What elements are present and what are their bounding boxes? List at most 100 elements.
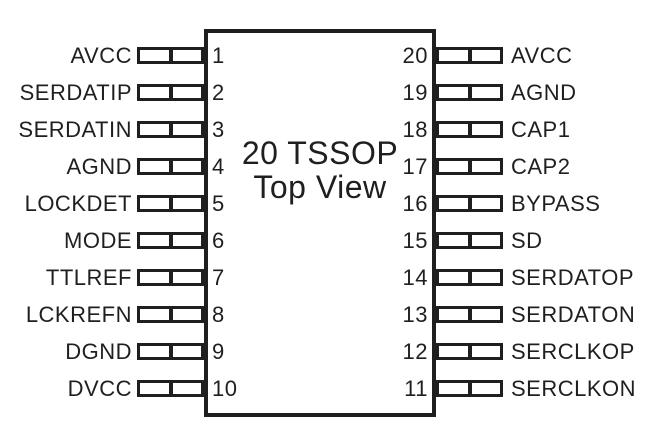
pin-row-4: AGND 4: [0, 154, 652, 179]
pin-lead-icon: [436, 306, 503, 323]
pin-3-label: SERDATIN: [18, 117, 132, 142]
pin-row-9: DGND 9: [0, 339, 652, 364]
pin-row-7: TTLREF 7: [0, 265, 652, 290]
pin-row-12: 12 SERCLKOP: [0, 339, 652, 364]
pin-6-label: MODE: [64, 228, 132, 253]
pin-12-number: 12: [402, 339, 428, 364]
pin-17-number: 17: [402, 154, 428, 179]
pin-lead-icon: [137, 121, 204, 138]
pin-9-number: 9: [212, 339, 225, 364]
pin-1-label: AVCC: [70, 43, 132, 68]
chip-title: 20 TSSOP Top View: [208, 136, 432, 204]
pin-lead-icon: [137, 232, 204, 249]
pin-row-16: 16 BYPASS: [0, 191, 652, 216]
pin-10-label: DVCC: [67, 376, 132, 401]
pin-12-label: SERCLKOP: [511, 339, 635, 364]
pin-11-number: 11: [404, 376, 428, 401]
pin-4-label: AGND: [66, 154, 132, 179]
pin-lead-divider: [467, 50, 472, 61]
pin-20-label: AVCC: [511, 43, 573, 68]
pin-lead-divider: [168, 161, 173, 172]
pin-row-15: 15 SD: [0, 228, 652, 253]
pin-lead-icon: [137, 158, 204, 175]
pin-lead-icon: [436, 47, 503, 64]
pin-lead-divider: [168, 87, 173, 98]
pin-18-label: CAP1: [511, 117, 571, 142]
pin-lead-divider: [467, 87, 472, 98]
pin-lead-divider: [168, 309, 173, 320]
pin-2-number: 2: [212, 80, 225, 105]
pin-15-number: 15: [402, 228, 428, 253]
pin-16-number: 16: [402, 191, 428, 216]
pin-5-number: 5: [212, 191, 225, 216]
pin-row-20: 20 AVCC: [0, 43, 652, 68]
pin-lead-icon: [137, 380, 204, 397]
pin-lead-divider: [168, 272, 173, 283]
pin-lead-icon: [436, 158, 503, 175]
pin-lead-divider: [467, 383, 472, 394]
pin-lead-icon: [137, 47, 204, 64]
pin-9-label: DGND: [65, 339, 132, 364]
pin-row-11: 11 SERCLKON: [0, 376, 652, 401]
pin-13-number: 13: [402, 302, 428, 327]
pin-row-1: AVCC 1: [0, 43, 652, 68]
pin-14-number: 14: [402, 265, 428, 290]
pin-8-number: 8: [212, 302, 225, 327]
pin-lead-icon: [436, 84, 503, 101]
pin-14-label: SERDATOP: [511, 265, 634, 290]
pin-lead-divider: [467, 161, 472, 172]
pin-lead-icon: [436, 195, 503, 212]
pin-lead-icon: [436, 380, 503, 397]
pin-3-number: 3: [212, 117, 225, 142]
chip-body: 20 TSSOP Top View: [204, 29, 436, 417]
pin-19-label: AGND: [511, 80, 577, 105]
pin-lead-divider: [467, 124, 472, 135]
chip-title-package: 20 TSSOP: [241, 135, 399, 171]
pin-lead-divider: [168, 346, 173, 357]
pin-lead-divider: [168, 50, 173, 61]
pin-15-label: SD: [511, 228, 543, 253]
pin-4-number: 4: [212, 154, 225, 179]
pin-row-19: 19 AGND: [0, 80, 652, 105]
pin-7-label: TTLREF: [45, 265, 132, 290]
pin-lead-icon: [436, 269, 503, 286]
pin-10-number: 10: [212, 376, 238, 401]
pin-lead-divider: [168, 124, 173, 135]
pin-20-number: 20: [402, 43, 428, 68]
pin-row-8: LCKREFN 8: [0, 302, 652, 327]
pin-17-label: CAP2: [511, 154, 571, 179]
pin-row-6: MODE 6: [0, 228, 652, 253]
pin-lead-icon: [436, 121, 503, 138]
pin-2-label: SERDATIP: [19, 80, 132, 105]
pin-lead-icon: [137, 269, 204, 286]
pin-row-17: 17 CAP2: [0, 154, 652, 179]
pin-row-18: 18 CAP1: [0, 117, 652, 142]
pin-row-2: SERDATIP 2: [0, 80, 652, 105]
pin-row-13: 13 SERDATON: [0, 302, 652, 327]
pin-lead-divider: [467, 235, 472, 246]
pin-lead-divider: [467, 198, 472, 209]
pin-lead-divider: [467, 309, 472, 320]
pin-18-number: 18: [402, 117, 428, 142]
pin-lead-divider: [168, 235, 173, 246]
pin-lead-divider: [467, 346, 472, 357]
pin-8-label: LCKREFN: [25, 302, 132, 327]
pin-lead-divider: [467, 272, 472, 283]
pin-5-label: LOCKDET: [24, 191, 132, 216]
pin-lead-icon: [137, 84, 204, 101]
pin-lead-icon: [137, 306, 204, 323]
pin-13-label: SERDATON: [511, 302, 636, 327]
pin-1-number: 1: [212, 43, 225, 68]
pin-lead-icon: [137, 343, 204, 360]
pin-row-5: LOCKDET 5: [0, 191, 652, 216]
pin-6-number: 6: [212, 228, 225, 253]
pin-lead-divider: [168, 383, 173, 394]
pin-row-3: SERDATIN 3: [0, 117, 652, 142]
pin-lead-divider: [168, 198, 173, 209]
pin-19-number: 19: [402, 80, 428, 105]
chip-title-view: Top View: [253, 169, 387, 205]
pin-lead-icon: [436, 232, 503, 249]
pin-lead-icon: [436, 343, 503, 360]
pin-row-14: 14 SERDATOP: [0, 265, 652, 290]
